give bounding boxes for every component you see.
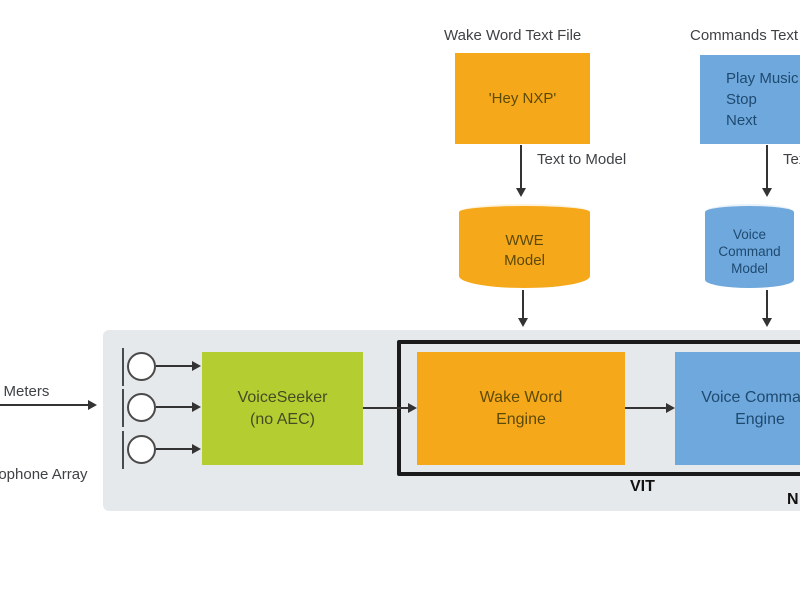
voice-command-engine-box: Voice Command Engine	[675, 352, 800, 465]
partial-corner-label: N	[787, 491, 799, 508]
commands-file-label: Commands Text File	[690, 27, 800, 44]
wwe-to-vce-arrow	[625, 403, 675, 413]
microphone-icon	[122, 389, 156, 427]
wwe-model-cylinder: WWE Model	[459, 204, 590, 288]
voiceseeker-box: VoiceSeeker (no AEC)	[202, 352, 363, 465]
microphone-icon	[122, 431, 156, 469]
vit-label: VIT	[630, 478, 655, 495]
mic-circle	[127, 352, 156, 381]
voiceseeker-text: VoiceSeeker (no AEC)	[237, 388, 328, 428]
microphone-icon	[122, 348, 156, 386]
mic-stand-line	[122, 348, 124, 386]
voice-command-model-cylinder: Voice Command Model	[705, 204, 794, 288]
mic-arrow	[156, 444, 201, 454]
mic-stand-line	[122, 431, 124, 469]
cylinder-body	[705, 212, 794, 288]
commands-source-box: Play Music Stop Next	[700, 55, 800, 144]
text-to-model-arrow-right	[762, 145, 772, 197]
voiceseeker-to-wwe-arrow	[363, 403, 417, 413]
mic-circle	[127, 393, 156, 422]
wake-word-engine-box: Wake Word Engine	[417, 352, 625, 465]
wake-word-file-label: Wake Word Text File	[444, 27, 582, 44]
wwe-model-text: WWE Model	[504, 232, 545, 269]
wake-word-engine-text: Wake Word Engine	[479, 388, 563, 428]
wake-word-source-box: 'Hey NXP'	[455, 53, 590, 144]
distance-label: 3 Meters	[0, 383, 50, 400]
mic-arrow	[156, 402, 201, 412]
mic-circle	[127, 435, 156, 464]
microphone-array-label: Microphone Array	[0, 466, 88, 483]
distance-arrow	[0, 400, 97, 410]
text-to-model-arrow-left	[516, 145, 526, 197]
wwe-model-to-engine-arrow	[518, 290, 528, 327]
commands-source-text: Play Music Stop Next	[726, 70, 799, 129]
text-to-model-label-right: Text to Model	[783, 151, 800, 168]
voice-command-engine-text: Voice Command Engine	[701, 388, 800, 428]
wake-word-source-text: 'Hey NXP'	[488, 90, 557, 107]
mic-stand-line	[122, 389, 124, 427]
mic-arrow	[156, 361, 201, 371]
text-to-model-label-left: Text to Model	[537, 151, 627, 168]
voice-command-model-to-engine-arrow	[762, 290, 772, 327]
voice-command-model-text: Voice Command Model	[718, 226, 781, 276]
cylinder-body	[459, 212, 590, 288]
